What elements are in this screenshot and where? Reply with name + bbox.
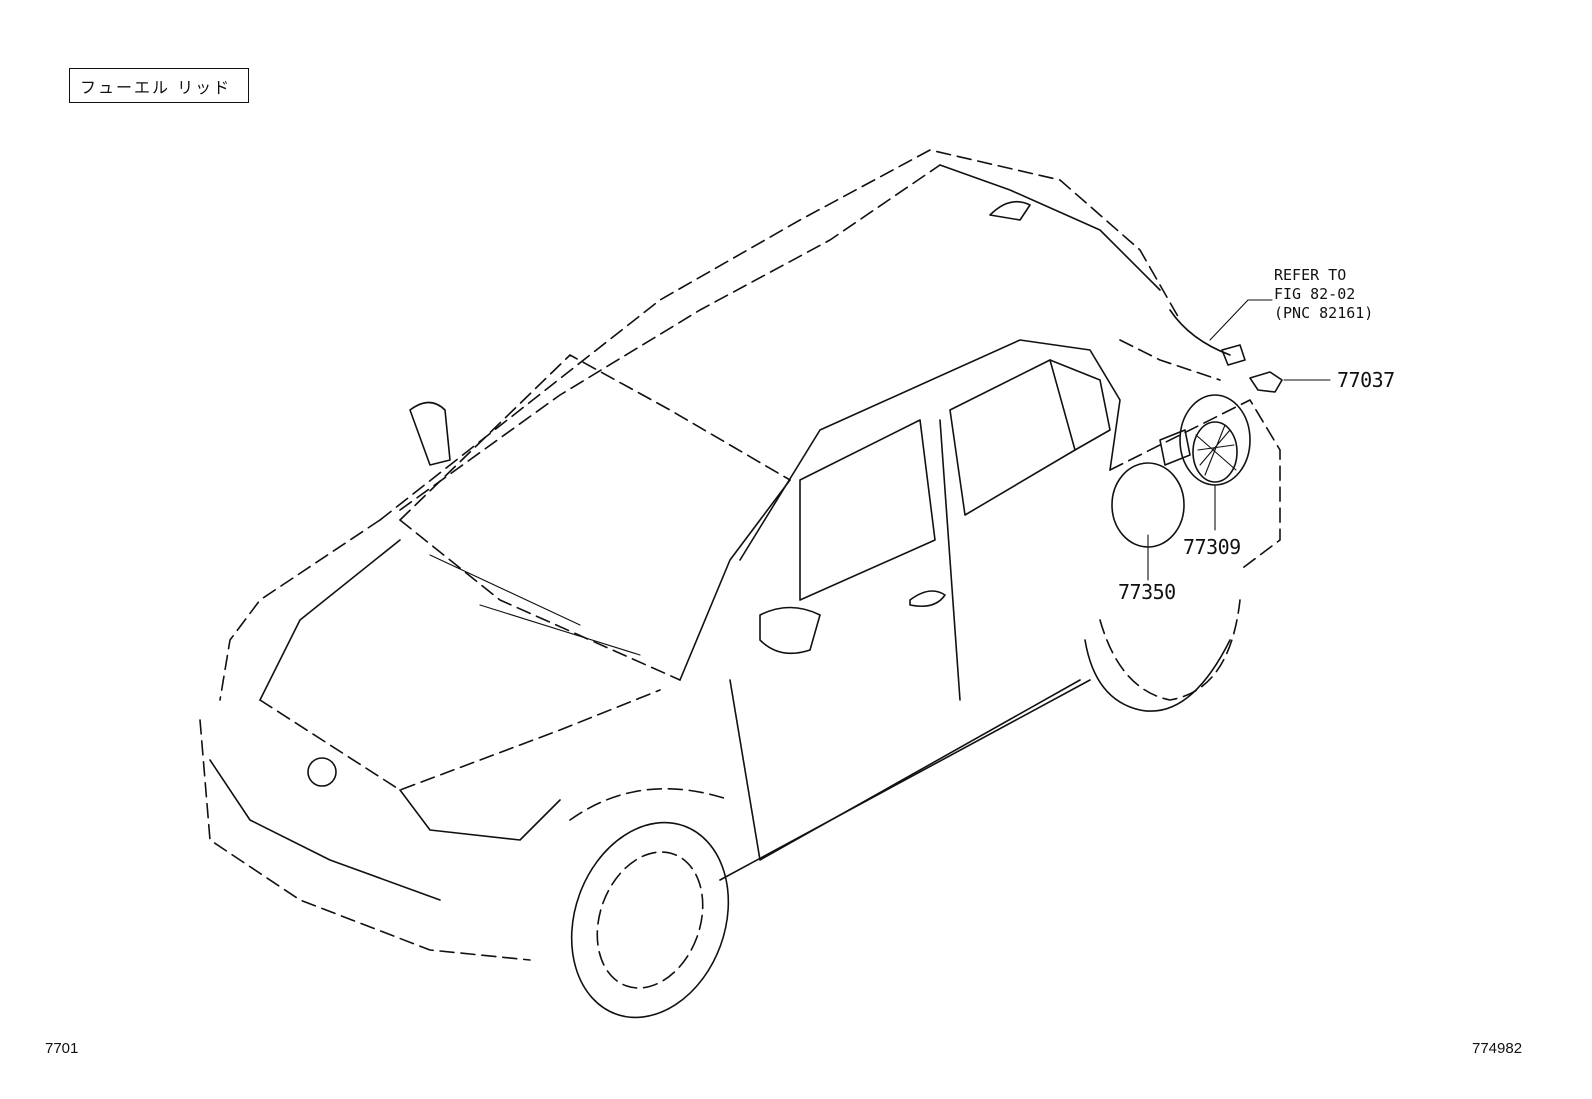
illustration-id: 774982 — [1472, 1040, 1523, 1057]
rear-wheel-arch — [1084, 599, 1241, 712]
roof-outline — [379, 149, 1181, 521]
side-windows — [799, 359, 1111, 601]
fuel-lid-77350 — [1111, 462, 1185, 581]
filler-housing-77309 — [1159, 394, 1251, 531]
refer-line: FIG 82-02 — [1274, 285, 1356, 303]
side-mirror — [409, 401, 451, 466]
part-number-77309: 77309 — [1183, 535, 1241, 559]
diagram-title: フューエル リッド — [69, 68, 249, 103]
part-number-77350: 77350 — [1118, 580, 1176, 604]
rear-quarter — [1109, 339, 1281, 571]
refer-line: REFER TO — [1274, 266, 1347, 284]
emblem — [307, 757, 337, 787]
hood-front — [199, 519, 661, 961]
refer-line: (PNC 82161) — [1274, 304, 1374, 322]
fuel-lid-lock-77037 — [1249, 371, 1331, 393]
refer-callout: REFER TO FIG 82-02 (PNC 82161) — [1274, 266, 1373, 323]
front-wheel — [569, 787, 731, 1019]
figure-code: 7701 — [45, 1040, 79, 1057]
windshield — [399, 354, 791, 681]
opener-cable — [1169, 299, 1273, 366]
body-side — [719, 339, 1121, 881]
part-number-77037: 77037 — [1337, 368, 1395, 392]
